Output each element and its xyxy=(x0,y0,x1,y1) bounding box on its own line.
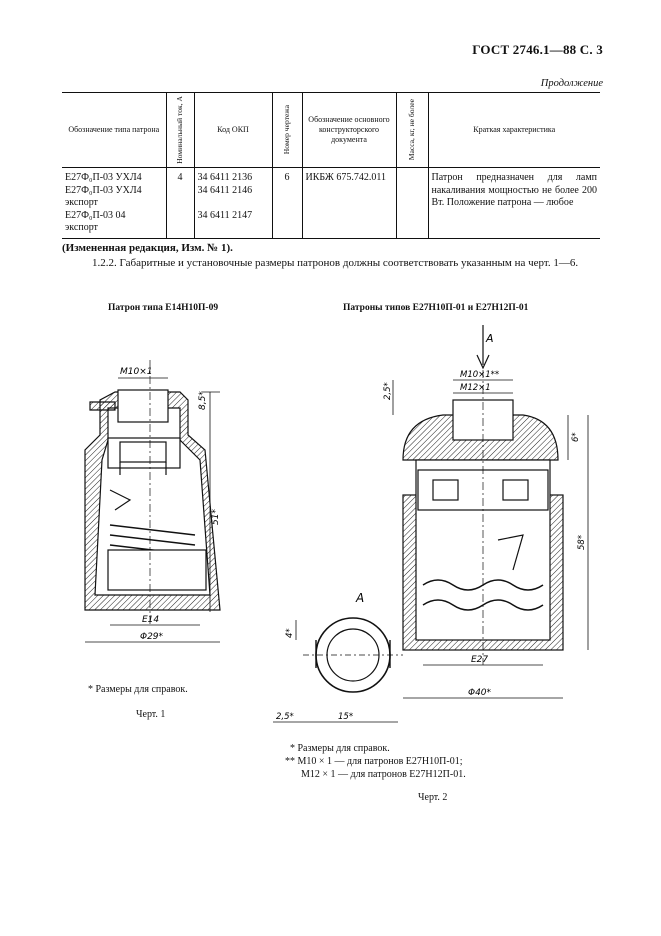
fig1-dim-top: 8,5* xyxy=(198,391,208,410)
clause-text: 1.2.2. Габаритные и установочные размеры… xyxy=(92,257,579,269)
col-drawing: Номер чертежа xyxy=(272,92,303,168)
figure1-caption: Патрон типа Е14Н10П-09 xyxy=(108,303,219,313)
fig1-dim-height: 51* xyxy=(211,509,221,525)
col-doc: Обозначение основного конструкторского д… xyxy=(302,92,397,168)
figure2-label: Черт. 2 xyxy=(418,792,448,803)
cell-description: Патрон предназначен для ламп накаливания… xyxy=(428,167,600,239)
cell-mass xyxy=(396,167,429,239)
col-current: Номинальный ток, А xyxy=(166,92,195,168)
figure2-footnote-3: М12 × 1 — для патронов Е27Н12П-01. xyxy=(301,769,466,780)
continuation-label: Продолжение xyxy=(540,78,603,89)
fig2-dim-height: 58* xyxy=(577,535,587,550)
fig1-dim-base: Е14 xyxy=(142,615,159,625)
figure2-footnote-1: * Размеры для справок. xyxy=(290,743,390,754)
fig2-dim-top: 2,5* xyxy=(383,382,393,400)
fig2-view-label: А xyxy=(355,591,364,605)
figure2-drawing: А М10×1** М12×1 2,5* 6* 58* Е27 Φ40* А 4… xyxy=(273,325,589,723)
fig2-dim-thread2: М12×1 xyxy=(460,383,491,393)
cell-current: 4 xyxy=(166,167,195,239)
fig2-dim-w1: 2,5* xyxy=(276,712,294,722)
figure1-footnote: * Размеры для справок. xyxy=(88,684,188,695)
fig2-dim-w2: 15* xyxy=(338,712,353,722)
fig2-dim-six: 6* xyxy=(571,432,581,442)
col-okp: Код ОКП xyxy=(194,92,273,168)
fig2-arrow-label: А xyxy=(485,332,494,345)
figure2-footnote-2: ** М10 × 1 — для патронов Е27Н10П-01; xyxy=(285,756,463,767)
cell-drawing: 6 xyxy=(272,167,303,239)
page-header: ГОСТ 2746.1—88 С. 3 xyxy=(472,42,603,57)
fig1-dim-diameter: Φ29* xyxy=(140,632,164,642)
amendment-note: (Измененная редакция, Изм. № 1). xyxy=(62,242,233,254)
table-header-row: Обозначение типа патрона Номинальный ток… xyxy=(62,92,600,168)
fig2-dim-diameter: Φ40* xyxy=(468,688,492,698)
cell-doc: ИКБЖ 675.742.011 xyxy=(302,167,397,239)
col-type: Обозначение типа патрона xyxy=(62,92,167,168)
fig2-dim-thread1: М10×1** xyxy=(460,370,499,380)
col-description: Краткая характеристика xyxy=(428,92,600,168)
spec-table: Обозначение типа патрона Номинальный ток… xyxy=(62,92,600,239)
figure2-caption: Патроны типов Е27Н10П-01 и Е27Н12П-01 xyxy=(343,303,529,313)
figure1-label: Черт. 1 xyxy=(136,709,166,720)
fig2-dim-base: Е27 xyxy=(471,655,488,665)
cell-types: Е27Ф₀П-03 УХЛ4 Е27Ф₀П-03 УХЛ4 экспорт Е2… xyxy=(62,167,167,239)
fig1-dim-thread: М10×1 xyxy=(120,367,152,377)
table-row: Е27Ф₀П-03 УХЛ4 Е27Ф₀П-03 УХЛ4 экспорт Е2… xyxy=(62,167,600,239)
cell-okp: 34 6411 2136 34 6411 2146 34 6411 2147 xyxy=(194,167,273,239)
figure1-drawing: М10×1 8,5* 51* Е14 Φ29* xyxy=(84,360,221,643)
fig2-dim-four: 4* xyxy=(285,628,295,638)
col-mass: Масса, кг, не более xyxy=(396,92,429,168)
